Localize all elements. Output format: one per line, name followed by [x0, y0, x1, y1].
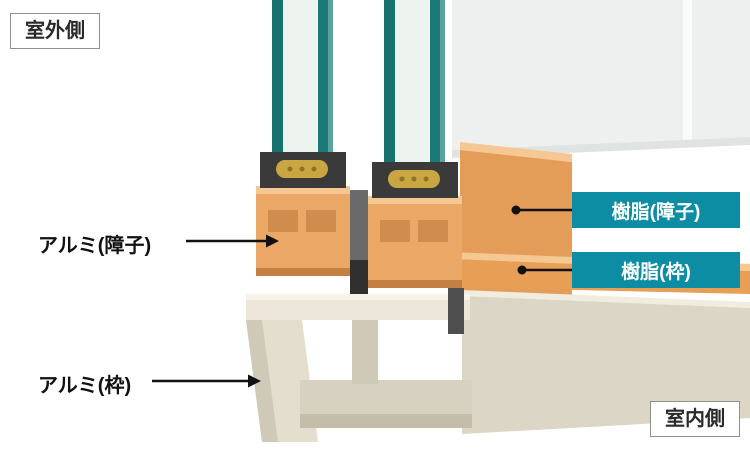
- callout-aluminum-frame: アルミ(枠): [38, 375, 132, 397]
- arrowhead-icon: [266, 234, 279, 248]
- callout-resin-frame-badge: 樹脂(枠): [572, 252, 740, 288]
- arrowhead-icon: [248, 374, 261, 388]
- dot-icon: [517, 265, 527, 275]
- aluminum-frame: [246, 288, 750, 442]
- callout-resin-sash-badge: 樹脂(障子): [572, 192, 740, 228]
- dot-icon: [511, 205, 521, 215]
- leader-lines: [152, 205, 573, 388]
- resin-sash-profiles: [256, 186, 462, 288]
- background-glass-panel: [452, 0, 750, 158]
- outdoor-side-label: 室外側: [10, 13, 100, 49]
- callout-aluminum-sash: アルミ(障子): [38, 235, 152, 257]
- indoor-side-label: 室内側: [650, 401, 740, 437]
- glazing-gaskets: [260, 152, 458, 198]
- glass-panes: [272, 0, 445, 172]
